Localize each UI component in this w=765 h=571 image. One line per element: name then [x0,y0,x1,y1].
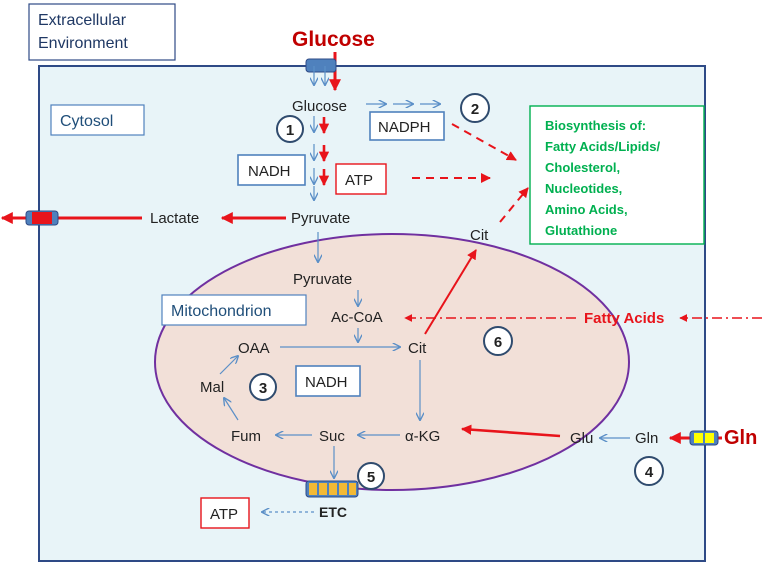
biosynthesis-line-5: Amino Acids, [545,202,628,217]
biosynthesis-line-2: Fatty Acids/Lipids/ [545,139,660,154]
atp-cytosol-box [335,163,387,195]
nadph-label: NADPH [378,119,431,136]
etc-label: ETC [319,504,347,520]
akg-node: α-KG [405,428,440,445]
mito-cit-node: Cit [408,340,427,357]
cytosol-label-box [50,104,145,136]
nadh-mito-label: NADH [305,374,348,391]
glu-to-akg-arrow [460,424,561,438]
nadph-to-biosynthesis-arrow [451,123,517,161]
biosynthesis-text: Biosynthesis of: Fatty Acids/Lipids/ Cho… [545,118,660,238]
step-5-label: 5 [367,469,375,486]
glucose-transporter [305,58,337,73]
mal-to-oaa-arrow [219,356,238,375]
etc-complex [305,480,359,498]
gln-transporter [689,430,719,446]
atp-etc-box [200,497,250,529]
biosynthesis-line-4: Nucleotides, [545,181,622,196]
step-circle-5: 5 [357,462,385,490]
mitochondrion-label-box [161,294,307,326]
biosynthesis-line-1: Biosynthesis of: [545,118,646,133]
biosynthesis-line-6: Glutathione [545,223,617,238]
step-3-label: 3 [259,380,267,397]
glycolysis-arrows [314,116,330,200]
mal-node: Mal [200,379,224,396]
step-circle-3: 3 [249,373,277,401]
pyruvate-node: Pyruvate [291,210,350,227]
lactate-node: Lactate [150,210,199,227]
step-4-label: 4 [645,464,654,481]
cit-to-biosynthesis-arrow [499,187,529,223]
step-6-label: 6 [494,334,502,351]
cytosol-glu-node: Glu [570,430,593,447]
lactate-transporter [25,210,59,226]
extracellular-label-line2: Environment [38,35,128,52]
step-circle-4: 4 [634,456,664,486]
step-circle-1: 1 [276,115,304,143]
extracellular-label-box [28,3,176,61]
step-1-label: 1 [286,122,294,139]
nadh-cytosol-label: NADH [248,163,291,180]
nadh-mito-box [295,365,361,397]
cytosol-cit-node: Cit [470,227,489,244]
cit-export-arrow [424,249,477,335]
glucose-node: Glucose [292,98,347,115]
nadh-cytosol-box [237,154,306,186]
step-circle-2: 2 [460,93,490,123]
atp-etc-label: ATP [210,506,238,523]
glucose-input-label: Glucose [292,28,375,51]
nadph-box [369,111,445,141]
biosynthesis-line-3: Cholesterol, [545,160,620,175]
oaa-node: OAA [238,340,270,357]
biosynthesis-box [529,105,705,245]
fatty-acids-label: Fatty Acids [584,310,664,327]
step-2-label: 2 [471,101,479,118]
fum-to-mal-arrow [224,398,239,421]
atp-cytosol-label: ATP [345,172,373,189]
fum-node: Fum [231,428,261,445]
mitochondrion-label: Mitochondrion [171,303,272,320]
mito-pyruvate-node: Pyruvate [293,271,352,288]
extracellular-label-line1: Extracellular [38,12,127,29]
gln-input-label: Gln [724,427,757,449]
accoa-node: Ac-CoA [331,309,383,326]
mitochondrion-membrane [154,233,630,491]
cytosol-label: Cytosol [60,113,113,130]
step-circle-6: 6 [483,326,513,356]
cytosol-gln-node: Gln [635,430,658,447]
suc-node: Suc [319,428,345,445]
